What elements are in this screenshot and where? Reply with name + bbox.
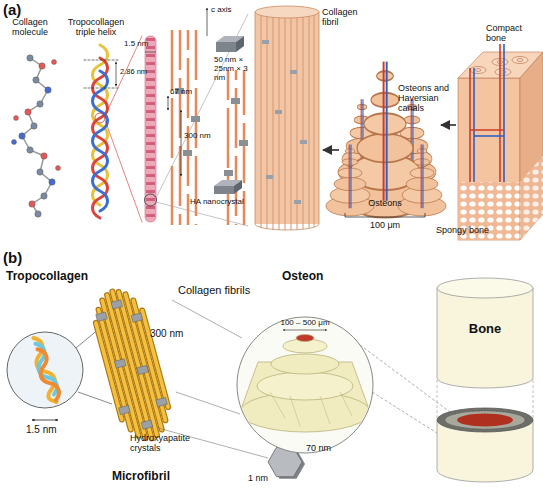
dimension-label: 1.5 nm <box>124 40 154 49</box>
part-label: Tropocollagen <box>6 270 106 283</box>
part-label: Osteons <box>345 199 425 209</box>
part-label: Spongy bone <box>436 226 496 236</box>
part-label: Osteons and Haversian canals <box>398 84 453 114</box>
part-label: Osteon <box>282 270 352 283</box>
dimension-label: 70 nm <box>306 444 346 454</box>
dimension-arrows <box>168 8 207 176</box>
dimension-label: 50 nm × 25nm × 3 nm <box>214 56 258 82</box>
panel-label: (a) <box>3 2 33 19</box>
part-label: Tropocollagen triple helix <box>66 18 126 38</box>
part-label: Collagen fibrils <box>178 284 288 296</box>
axis-label: c axis <box>211 6 247 15</box>
dimension-label: 300 nm <box>184 132 216 141</box>
osteon-inset <box>172 300 450 453</box>
part-label: Microfibril <box>112 470 192 483</box>
collagen-molecule <box>12 55 61 217</box>
part-label: Collagen fibril <box>322 8 367 28</box>
part-label: HA nanocrystal <box>190 198 252 207</box>
fibril-bundle <box>89 285 175 444</box>
panel-label: (b) <box>3 250 33 267</box>
collagen-fibril <box>255 6 319 230</box>
bone-cylinder <box>437 278 533 482</box>
part-label: Hydroxyapatite crystals <box>130 434 200 454</box>
dimension-label: 1.5 nm <box>26 424 66 435</box>
dimension-label: 1 nm <box>248 474 278 484</box>
dimension-label: 100 – 500 μm <box>274 319 336 328</box>
tropocollagen-column <box>145 14 249 226</box>
dimension-label: 300 nm <box>150 328 200 339</box>
triple-helix <box>84 36 142 222</box>
dimension-label: 100 μm <box>345 221 425 231</box>
part-label: Compact bone <box>486 24 541 44</box>
compact-bone-block <box>458 44 543 240</box>
part-label: Bone <box>460 322 510 336</box>
dimension-label: 67 nm <box>170 88 200 97</box>
dimension-label: 2.86 nm <box>120 68 156 76</box>
part-label: Collagen molecule <box>2 18 58 38</box>
